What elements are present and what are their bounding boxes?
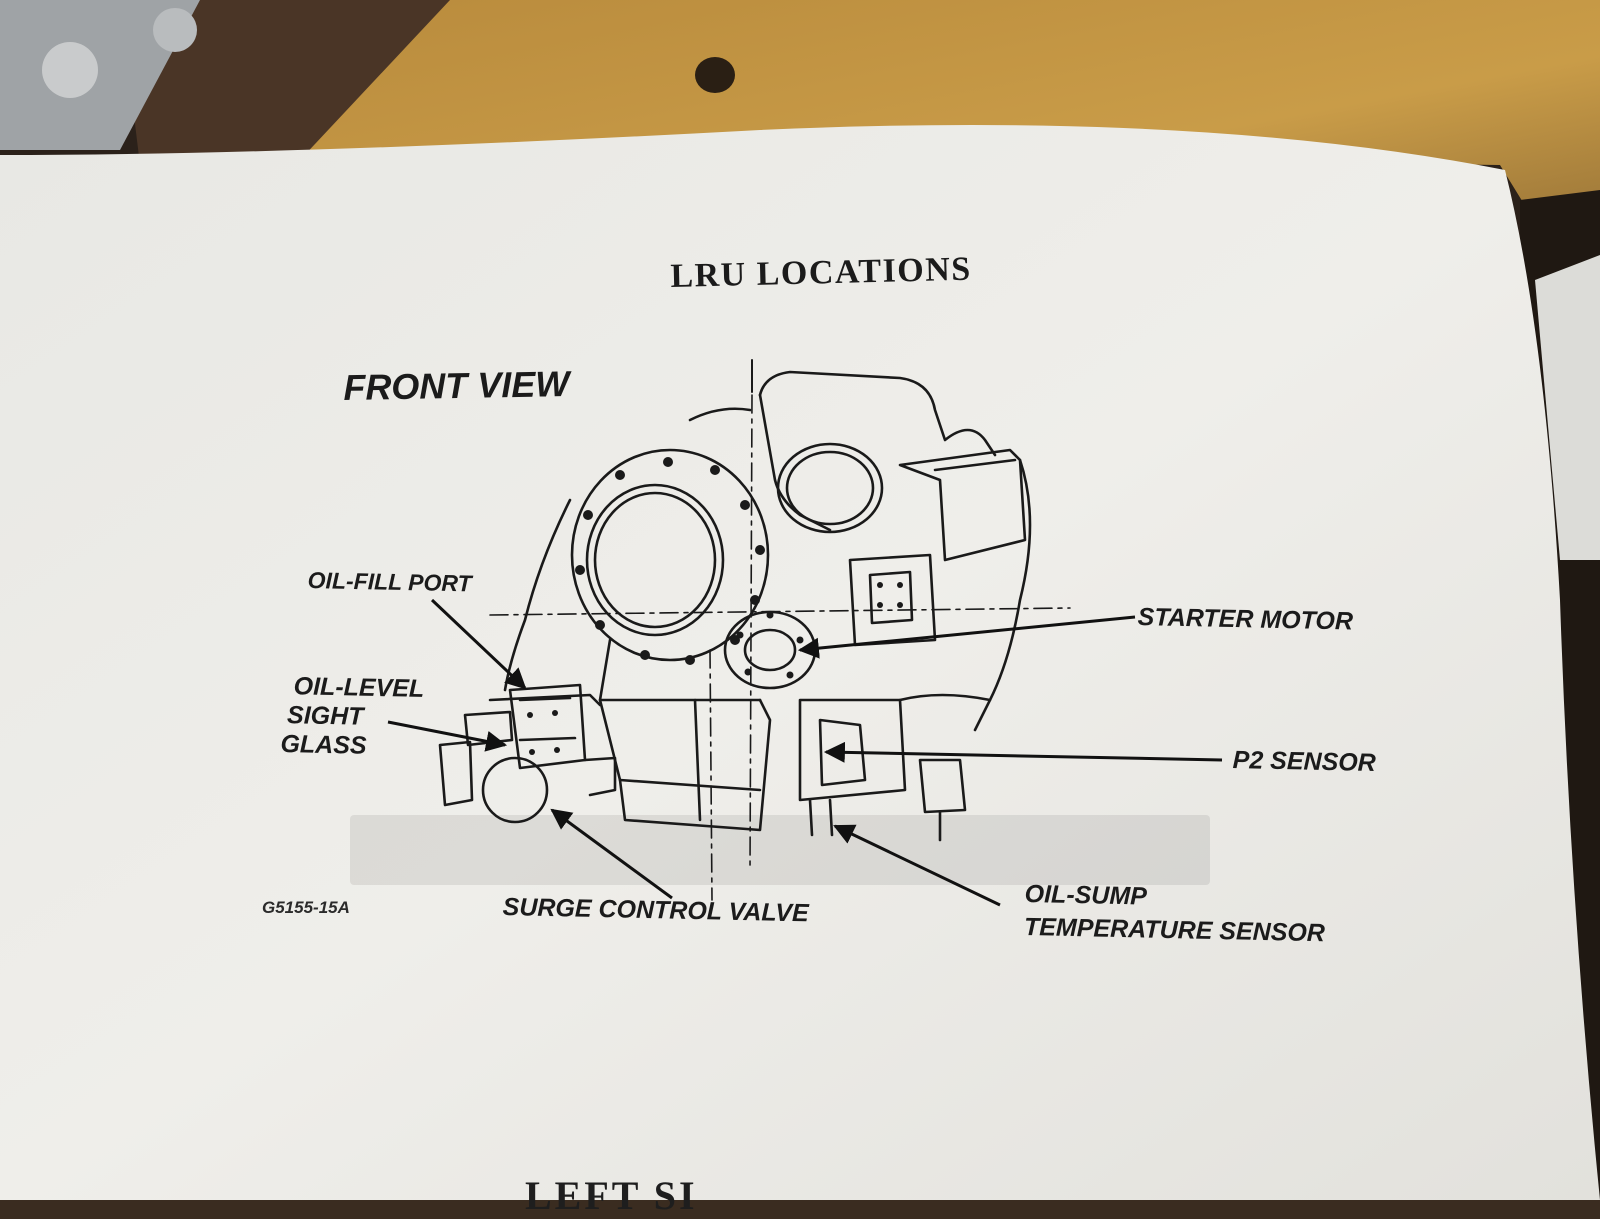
next-section-heading-partial: LEFT SI [525,1173,698,1218]
leader-starter-motor [797,615,1136,659]
label-starter-motor: STARTER MOTOR [1137,603,1354,636]
paper-sheet [0,125,1600,1200]
bleed-through-text [350,815,1210,885]
leader-oil-fill-port [430,598,527,690]
view-heading: FRONT VIEW [343,363,570,408]
label-oil-fill-port: OIL-FILL PORT [307,566,472,597]
apu-engine-drawing [438,359,1071,901]
label-oil-level-line-1: OIL-LEVEL [293,672,425,703]
label-oil-level-line-2: SIGHT [286,701,364,731]
leader-surge-control-valve [550,808,673,900]
leader-lines [387,598,1223,907]
leader-oil-level-sight-glass [387,720,508,752]
leader-p2-sensor [823,741,1223,763]
document-title: LRU LOCATIONS [670,250,973,295]
label-oil-level-sight-glass: OIL-LEVEL SIGHT GLASS [280,672,424,762]
label-p2-sensor: P2 SENSOR [1232,746,1377,777]
label-oil-sump-line-1: OIL-SUMP [1024,880,1148,911]
label-oil-sump-temperature-sensor: OIL-SUMP TEMPERATURE SENSOR [1024,880,1326,948]
leader-oil-sump-temp-sensor [833,824,1001,907]
figure-id: G5155-15A [262,898,350,917]
label-oil-level-line-3: GLASS [280,729,367,760]
